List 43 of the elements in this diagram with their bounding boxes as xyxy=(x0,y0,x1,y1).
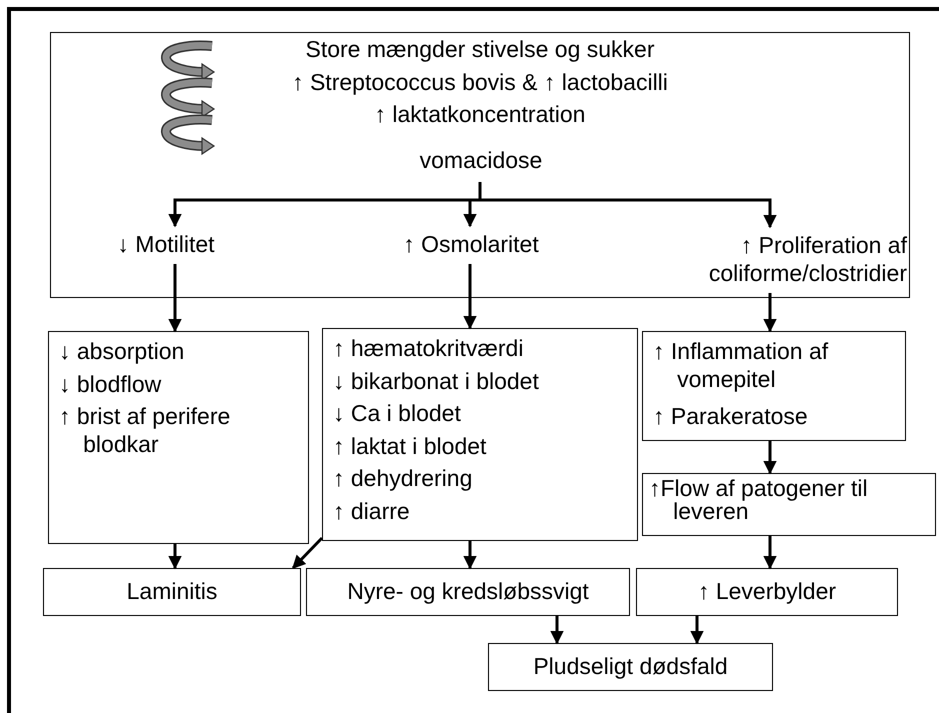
outcome-box xyxy=(43,568,301,616)
effect-box xyxy=(642,331,906,441)
node-label: ↑ Proliferation af coliforme/clostridier xyxy=(708,232,907,288)
effect-text: ↓ bikarbonat i blodet xyxy=(333,368,540,396)
effect-text: ↓ absorption xyxy=(59,338,186,366)
effect-text: ↑ brist af perifere blodkar xyxy=(59,403,232,458)
arrow xyxy=(478,182,777,228)
effect-text: ↑Flow af patogener til leveren xyxy=(649,477,869,523)
arrow xyxy=(463,541,477,570)
effect-text: ↑ laktat i blodet xyxy=(333,432,488,460)
effect-text: ↑ Parakeratose xyxy=(653,403,809,431)
effect-box xyxy=(642,473,936,536)
arrow xyxy=(550,616,564,644)
effect-text: ↑ Streptococcus bovis & ↑ lactobacilli xyxy=(291,68,669,96)
effect-text: ↑ dehydrering xyxy=(333,465,474,493)
effect-text: ↓ blodflow xyxy=(59,370,162,398)
effect-box xyxy=(48,331,309,544)
effect-text: ↑ laktatkoncentration xyxy=(374,101,586,129)
arrow xyxy=(292,536,324,570)
arrow xyxy=(168,544,182,570)
effect-text: Store mængder stivelse og sukker xyxy=(304,36,656,64)
effect-text: ↑ Inflammation af vomepitel xyxy=(653,338,830,394)
outcome-box xyxy=(488,643,773,691)
arrow xyxy=(763,293,777,332)
arrow xyxy=(463,264,477,330)
arrow xyxy=(168,264,182,332)
node-label: Nyre- og kredsløbssvigt xyxy=(347,578,589,606)
arrow xyxy=(690,616,704,644)
node-label: ↓ Motilitet xyxy=(117,231,215,259)
outcome-box xyxy=(636,568,898,616)
effect-text: ↑ diarre xyxy=(333,498,411,526)
arrow xyxy=(763,441,777,474)
node-label: Pludseligt dødsfald xyxy=(533,653,728,681)
node-label: ↑ Leverbylder xyxy=(698,578,836,606)
effect-box xyxy=(322,328,638,541)
outcome-box xyxy=(306,568,630,616)
arrow xyxy=(763,536,777,570)
outer-box xyxy=(50,32,910,298)
effect-text: ↓ Ca i blodet xyxy=(333,400,462,428)
node-label: vomacidose xyxy=(420,147,542,175)
node-label: Laminitis xyxy=(126,578,218,606)
effect-text: ↑ hæmatokritværdi xyxy=(333,335,524,363)
node-label: ↑ Osmolaritet xyxy=(403,231,539,259)
